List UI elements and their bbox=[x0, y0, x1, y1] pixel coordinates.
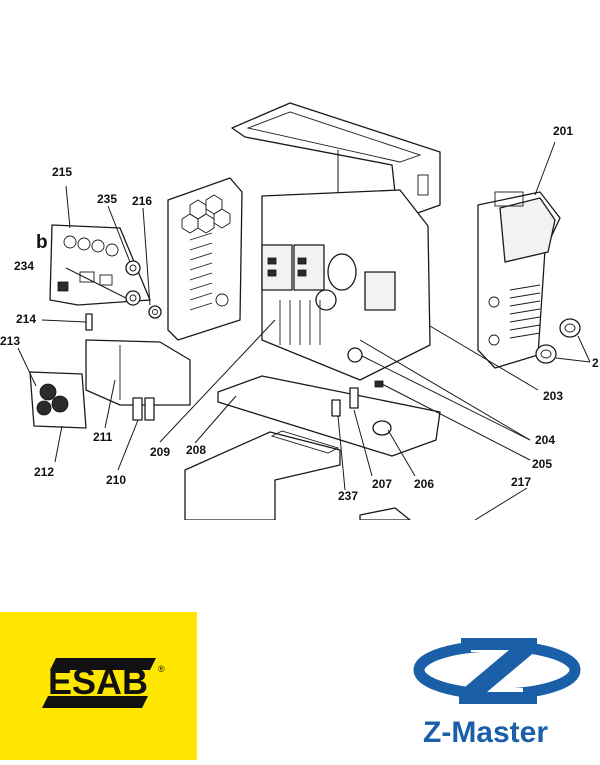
rear-panel bbox=[167, 177, 243, 341]
callout-201: 201 bbox=[553, 124, 573, 138]
front-panel bbox=[477, 141, 561, 369]
callout-212: 212 bbox=[34, 465, 54, 479]
small-parts bbox=[331, 387, 416, 491]
callout-211: 211 bbox=[93, 430, 113, 444]
callout-207: 207 bbox=[372, 477, 392, 491]
callout-210: 210 bbox=[106, 473, 126, 487]
callout-235: 235 bbox=[97, 192, 117, 206]
zmaster-logo-graphic: Z-Master bbox=[413, 638, 581, 749]
terminal-block bbox=[267, 257, 307, 277]
callout-215: 215 bbox=[52, 165, 72, 179]
side-bracket bbox=[359, 487, 528, 520]
exploded-parts-diagram: 201 215 235 216 b 234 214 213 211 212 21… bbox=[0, 102, 599, 520]
esab-registered-mark: ® bbox=[158, 664, 165, 674]
honeycomb-vent bbox=[181, 194, 231, 234]
rectifier-parts bbox=[347, 325, 539, 461]
callout-214: 214 bbox=[16, 312, 36, 326]
callout-203: 203 bbox=[543, 389, 563, 403]
callout-205: 205 bbox=[532, 457, 552, 471]
control-pcb bbox=[49, 185, 151, 306]
callout-213: 213 bbox=[0, 334, 20, 348]
heatsink-fins bbox=[279, 300, 321, 345]
fuse bbox=[41, 313, 93, 331]
main-chassis bbox=[261, 189, 431, 381]
callout-234: 234 bbox=[14, 259, 34, 273]
base-plate bbox=[159, 319, 441, 457]
power-pcb bbox=[17, 347, 87, 463]
callout-216: 216 bbox=[132, 194, 152, 208]
fan-bracket bbox=[85, 339, 191, 429]
esab-logo: ESAB ® bbox=[0, 612, 197, 760]
callout-237: 237 bbox=[338, 489, 358, 503]
zmaster-emblem bbox=[413, 638, 581, 704]
callout-2-cut: 2 bbox=[592, 356, 599, 370]
zmaster-wordmark: Z-Master bbox=[423, 716, 548, 749]
esab-wordmark: ESAB bbox=[48, 661, 148, 702]
output-sockets bbox=[535, 318, 591, 364]
esab-logo-graphic: ESAB ® bbox=[0, 612, 197, 760]
callout-208: 208 bbox=[186, 443, 206, 457]
bottom-plate bbox=[184, 430, 341, 520]
rear-panel-slots bbox=[189, 232, 213, 311]
callout-204: 204 bbox=[535, 433, 555, 447]
front-panel-grille bbox=[509, 284, 541, 339]
zmaster-logo: Z-Master bbox=[395, 612, 600, 760]
callout-209: 209 bbox=[150, 445, 170, 459]
exploded-view-drawing: 201 215 235 216 b 234 214 213 211 212 21… bbox=[0, 102, 599, 520]
callout-206: 206 bbox=[414, 477, 434, 491]
callout-217: 217 bbox=[511, 475, 531, 489]
potentiometers bbox=[65, 205, 162, 319]
esab-stripes bbox=[42, 658, 156, 708]
callout-b: b bbox=[36, 232, 48, 253]
esab-logo-background bbox=[0, 612, 197, 760]
capacitors bbox=[117, 397, 155, 471]
